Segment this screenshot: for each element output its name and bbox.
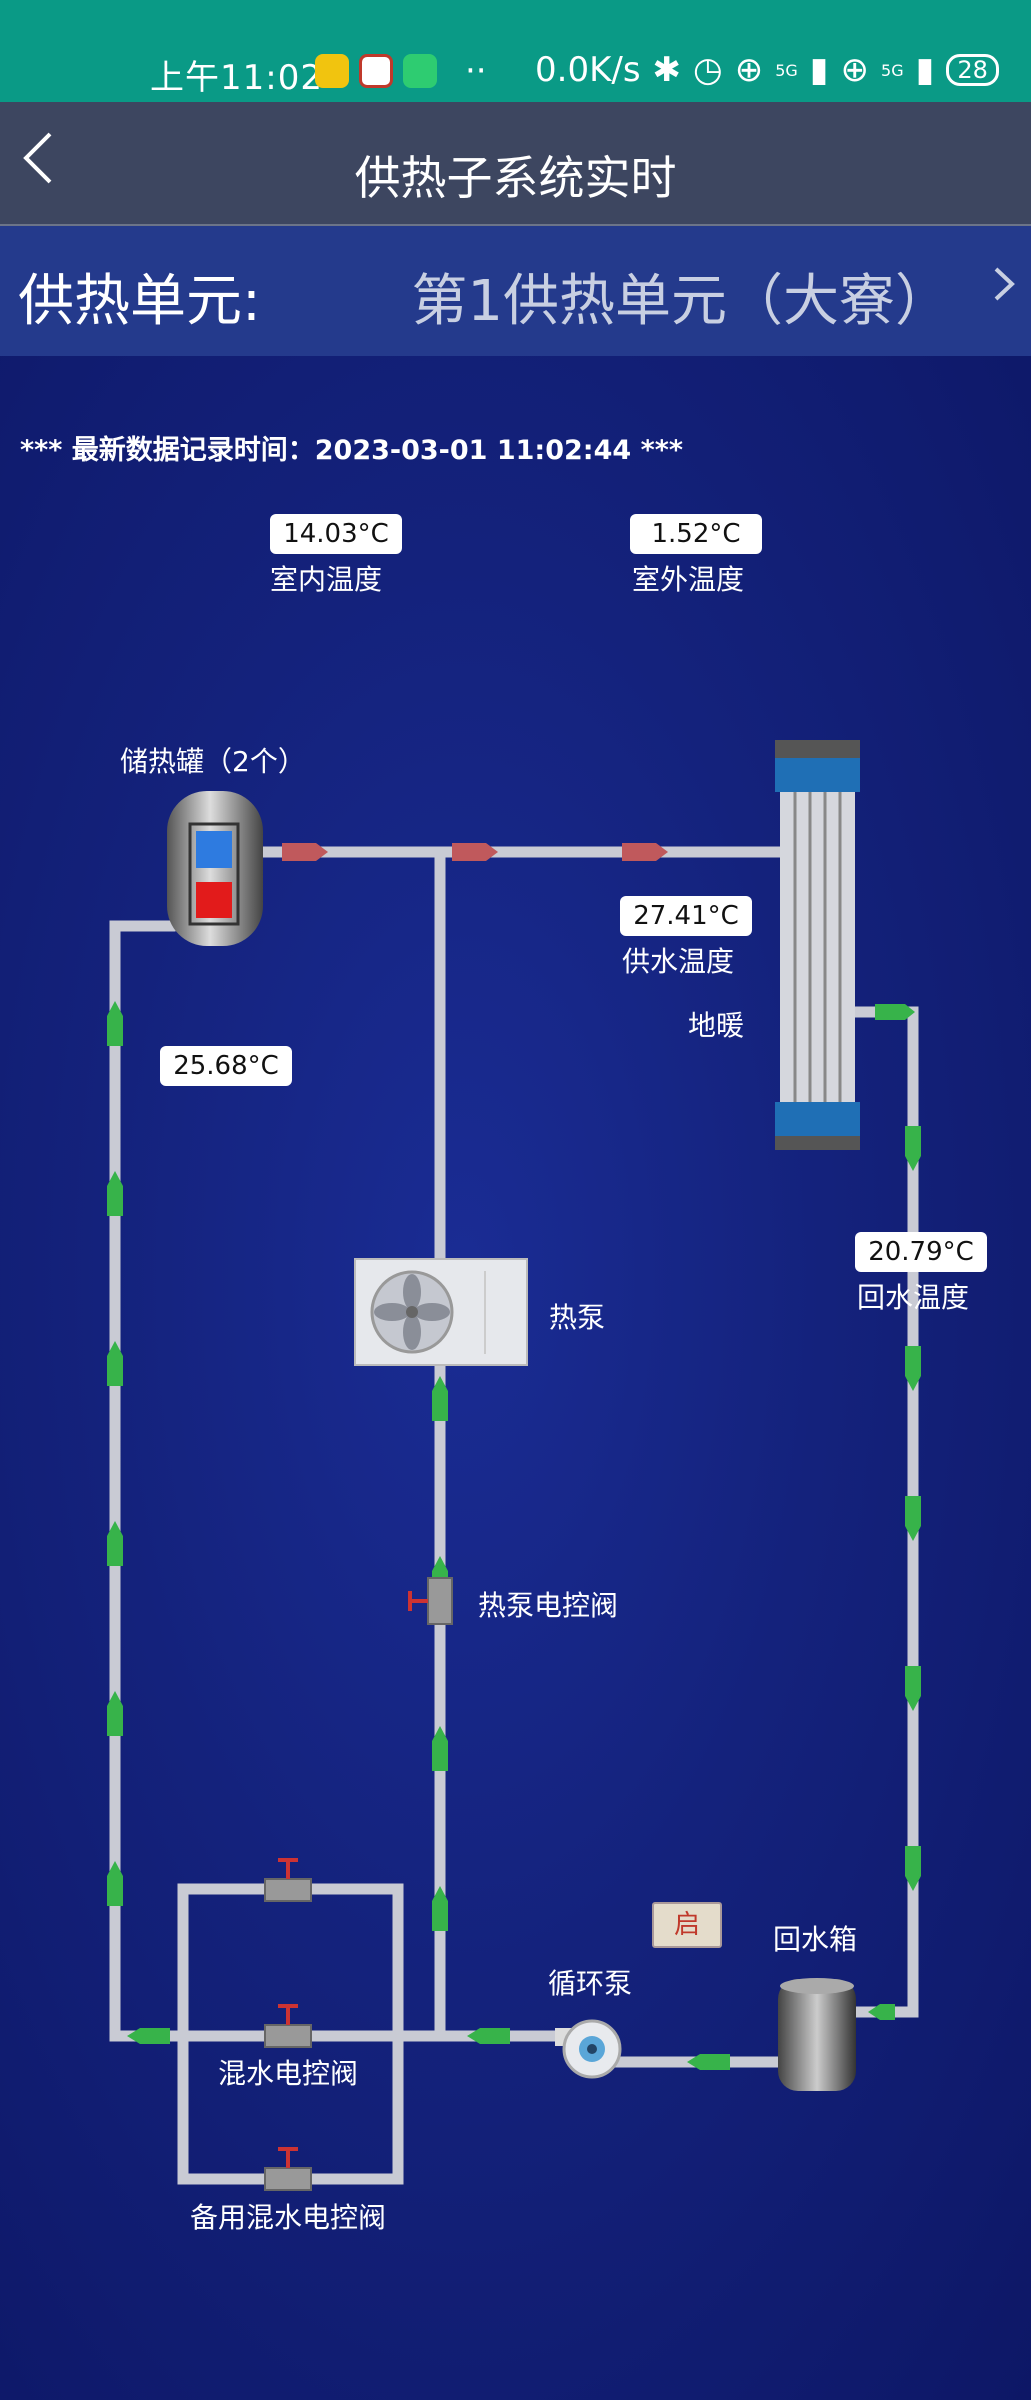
bank-app-icon xyxy=(359,54,393,88)
circulation-pump-icon xyxy=(555,2019,622,2079)
sun-app-icon xyxy=(315,54,349,88)
supply-temp-value: 27.41°C xyxy=(620,896,752,936)
heat-pump-unit-icon xyxy=(354,1258,528,1366)
signal-label-2: 5G xyxy=(881,60,904,80)
network-speed: 0.0K/s xyxy=(535,50,641,90)
heating-unit-selector[interactable]: 供热单元: 第1供热单元（大寮） xyxy=(0,226,1031,356)
signal-bars-icon: ▮ xyxy=(809,50,829,90)
floor-heating-label: 地暖 xyxy=(688,1009,745,1042)
cloud-app-icon xyxy=(403,54,437,88)
backup-mixing-valve-icon xyxy=(264,2147,312,2191)
signal-bars-icon-2: ▮ xyxy=(915,50,935,90)
heat-pump-valve-icon xyxy=(408,1577,453,1625)
return-tank-icon xyxy=(778,1978,856,2091)
heat-pump-label: 热泵 xyxy=(549,1301,606,1334)
outdoor-temp-value: 1.52°C xyxy=(630,514,762,554)
outdoor-temp-label: 室外温度 xyxy=(632,563,745,596)
pipe-diagram-svg xyxy=(107,740,921,2191)
record-time: *** 最新数据记录时间：2023-03-01 11:02:44 *** xyxy=(20,435,683,466)
chevron-left-icon xyxy=(23,132,52,184)
unit-value: 第1供热单元（大寮） xyxy=(411,269,951,334)
storage-tank-label: 储热罐（2个） xyxy=(120,745,306,778)
status-right: 0.0K/s ✱ ◷ ⊕ 5G ▮ ⊕ 5G ▮ 28 xyxy=(535,50,999,90)
tank-outlet-temp-value: 25.68°C xyxy=(160,1046,292,1086)
unit-label: 供热单元: xyxy=(18,269,261,334)
hd-icon: ⊕ xyxy=(734,50,764,90)
heating-diagram: *** 最新数据记录时间：2023-03-01 11:02:44 *** xyxy=(0,356,1031,2400)
indoor-temp-value: 14.03°C xyxy=(270,514,402,554)
back-button[interactable] xyxy=(18,128,58,198)
indoor-temp-label: 室内温度 xyxy=(270,563,383,596)
mixing-valve-top-icon xyxy=(264,1858,312,1902)
supply-flow-arrows xyxy=(282,843,668,861)
alarm-icon: ◷ xyxy=(693,50,723,90)
hd-icon-2: ⊕ xyxy=(840,50,870,90)
pump-start-button[interactable]: 启 xyxy=(652,1902,722,1948)
more-dots-icon: ·· xyxy=(465,51,487,91)
title-bar: 供热子系统实时 xyxy=(0,102,1031,226)
heat-pump-valve-label: 热泵电控阀 xyxy=(478,1589,619,1622)
return-temp-label: 回水温度 xyxy=(857,1281,970,1314)
mixing-valve-label: 混水电控阀 xyxy=(218,2057,359,2090)
return-flow-arrows xyxy=(107,1001,921,2070)
page-title: 供热子系统实时 xyxy=(354,151,677,205)
floor-heating-radiator-icon xyxy=(775,740,860,1150)
bluetooth-icon: ✱ xyxy=(652,50,682,90)
circulation-pump-label: 循环泵 xyxy=(548,1967,633,2000)
return-tank-label: 回水箱 xyxy=(773,1923,858,1956)
supply-temp-label: 供水温度 xyxy=(622,945,735,978)
storage-tank-icon xyxy=(167,791,263,946)
return-temp-value: 20.79°C xyxy=(855,1232,987,1272)
status-time: 上午11:02 xyxy=(150,58,323,98)
signal-label-1: 5G xyxy=(775,60,798,80)
backup-mixing-valve-label: 备用混水电控阀 xyxy=(190,2201,387,2234)
chevron-right-icon xyxy=(991,260,1017,316)
notification-icons: ·· xyxy=(315,54,487,88)
battery-icon: 28 xyxy=(946,54,999,86)
status-bar: 上午11:02 ·· 0.0K/s ✱ ◷ ⊕ 5G ▮ ⊕ 5G ▮ 28 xyxy=(0,0,1031,102)
mixing-valve-middle-icon xyxy=(264,2004,312,2048)
